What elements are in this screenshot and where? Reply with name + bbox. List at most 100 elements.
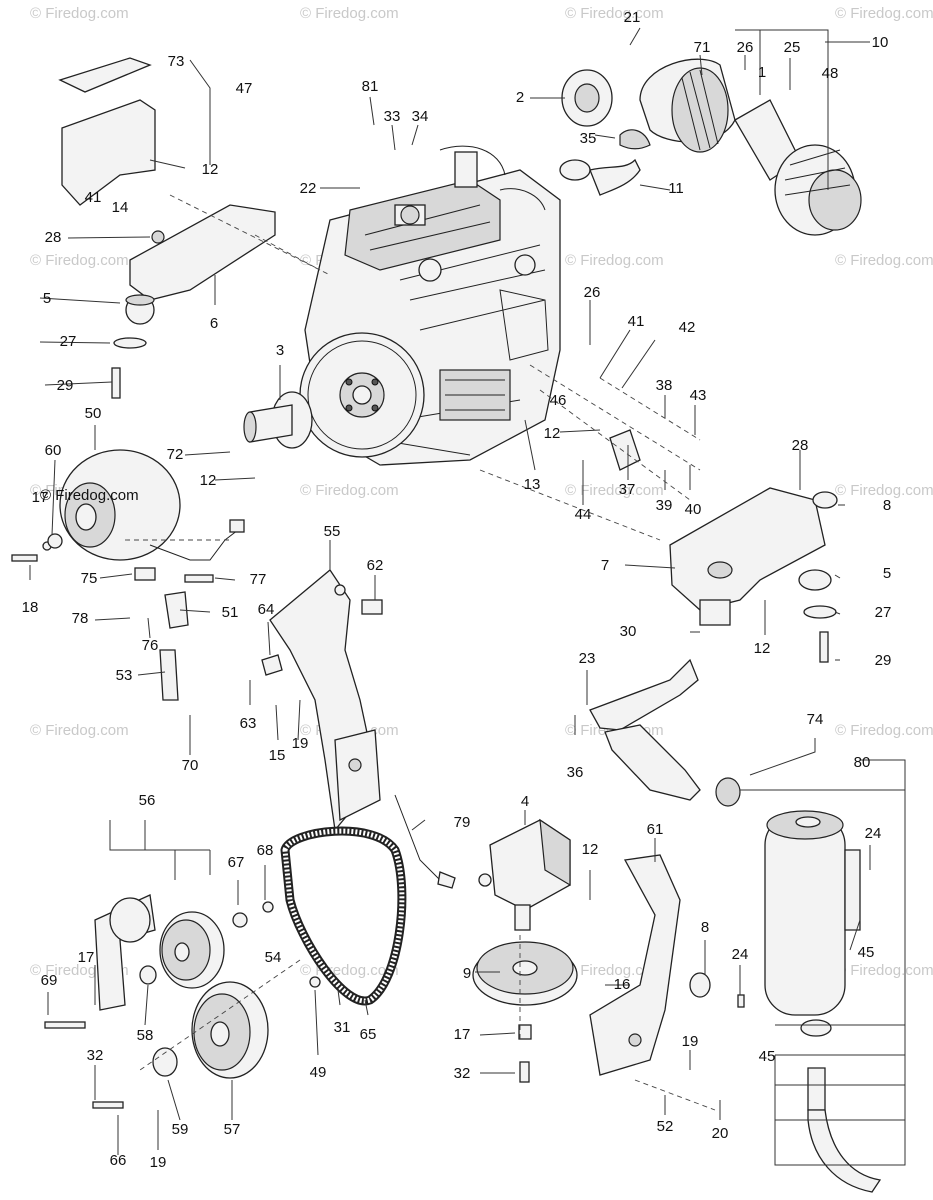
- callout-part-55[interactable]: 55: [324, 523, 341, 540]
- callout-part-77[interactable]: 77: [250, 571, 267, 588]
- callout-part-19[interactable]: 19: [682, 1033, 699, 1050]
- callout-part-17[interactable]: 17: [32, 489, 49, 506]
- callout-part-18[interactable]: 18: [22, 599, 39, 616]
- callout-part-68[interactable]: 68: [257, 842, 274, 859]
- callout-part-35[interactable]: 35: [580, 130, 597, 147]
- callout-part-36[interactable]: 36: [567, 764, 584, 781]
- callout-part-47[interactable]: 47: [236, 80, 253, 97]
- callout-part-31[interactable]: 31: [334, 1019, 351, 1036]
- callout-part-72[interactable]: 72: [167, 446, 184, 463]
- callout-part-12[interactable]: 12: [200, 472, 217, 489]
- callout-part-44[interactable]: 44: [575, 506, 592, 523]
- watermark-text: © Firedog.com: [565, 962, 664, 979]
- callout-part-29[interactable]: 29: [875, 652, 892, 669]
- callout-part-2[interactable]: 2: [516, 89, 524, 106]
- callout-part-62[interactable]: 62: [367, 557, 384, 574]
- callout-part-57[interactable]: 57: [224, 1121, 241, 1138]
- callout-part-75[interactable]: 75: [81, 570, 98, 587]
- callout-part-66[interactable]: 66: [110, 1152, 127, 1169]
- callout-part-24[interactable]: 24: [732, 946, 749, 963]
- callout-part-14[interactable]: 14: [112, 199, 129, 216]
- callout-part-22[interactable]: 22: [300, 180, 317, 197]
- callout-part-8[interactable]: 8: [701, 919, 709, 936]
- callout-part-30[interactable]: 30: [620, 623, 637, 640]
- callout-part-79[interactable]: 79: [454, 814, 471, 831]
- callout-part-73[interactable]: 73: [168, 53, 185, 70]
- callout-part-41[interactable]: 41: [628, 313, 645, 330]
- callout-part-12[interactable]: 12: [202, 161, 219, 178]
- callout-part-19[interactable]: 19: [292, 735, 309, 752]
- callout-part-29[interactable]: 29: [57, 377, 74, 394]
- callout-part-1[interactable]: 1: [758, 64, 766, 81]
- callout-part-67[interactable]: 67: [228, 854, 245, 871]
- callout-part-27[interactable]: 27: [875, 604, 892, 621]
- callout-part-7[interactable]: 7: [601, 557, 609, 574]
- callout-part-69[interactable]: 69: [41, 972, 58, 989]
- callout-part-39[interactable]: 39: [656, 497, 673, 514]
- callout-part-28[interactable]: 28: [45, 229, 62, 246]
- callout-part-24[interactable]: 24: [865, 825, 882, 842]
- callout-part-23[interactable]: 23: [579, 650, 596, 667]
- callout-part-9[interactable]: 9: [463, 965, 471, 982]
- callout-part-80[interactable]: 80: [854, 754, 871, 771]
- callout-part-12[interactable]: 12: [754, 640, 771, 657]
- callout-part-64[interactable]: 64: [258, 601, 275, 618]
- callout-part-12[interactable]: 12: [544, 425, 561, 442]
- callout-part-49[interactable]: 49: [310, 1064, 327, 1081]
- callout-part-16[interactable]: 16: [614, 976, 631, 993]
- callout-part-26[interactable]: 26: [737, 39, 754, 56]
- callout-part-5[interactable]: 5: [43, 290, 51, 307]
- callout-part-45[interactable]: 45: [759, 1048, 776, 1065]
- callout-part-3[interactable]: 3: [276, 342, 284, 359]
- callout-part-52[interactable]: 52: [657, 1118, 674, 1135]
- callout-part-8[interactable]: 8: [883, 497, 891, 514]
- callout-part-50[interactable]: 50: [85, 405, 102, 422]
- callout-part-53[interactable]: 53: [116, 667, 133, 684]
- callout-part-60[interactable]: 60: [45, 442, 62, 459]
- callout-part-70[interactable]: 70: [182, 757, 199, 774]
- callout-part-59[interactable]: 59: [172, 1121, 189, 1138]
- callout-part-27[interactable]: 27: [60, 333, 77, 350]
- callout-part-25[interactable]: 25: [784, 39, 801, 56]
- callout-part-33[interactable]: 33: [384, 108, 401, 125]
- callout-part-5[interactable]: 5: [883, 565, 891, 582]
- callout-part-28[interactable]: 28: [792, 437, 809, 454]
- callout-part-63[interactable]: 63: [240, 715, 257, 732]
- callout-part-21[interactable]: 21: [624, 9, 641, 26]
- callout-part-58[interactable]: 58: [137, 1027, 154, 1044]
- callout-part-6[interactable]: 6: [210, 315, 218, 332]
- callout-part-51[interactable]: 51: [222, 604, 239, 621]
- callout-part-13[interactable]: 13: [524, 476, 541, 493]
- callout-part-45[interactable]: 45: [858, 944, 875, 961]
- callout-part-26[interactable]: 26: [584, 284, 601, 301]
- callout-part-34[interactable]: 34: [412, 108, 429, 125]
- callout-part-78[interactable]: 78: [72, 610, 89, 627]
- callout-part-32[interactable]: 32: [454, 1065, 471, 1082]
- callout-part-38[interactable]: 38: [656, 377, 673, 394]
- callout-part-71[interactable]: 71: [694, 39, 711, 56]
- callout-part-4[interactable]: 4: [521, 793, 529, 810]
- callout-part-37[interactable]: 37: [619, 481, 636, 498]
- callout-part-10[interactable]: 10: [872, 34, 889, 51]
- callout-part-65[interactable]: 65: [360, 1026, 377, 1043]
- callout-part-19[interactable]: 19: [150, 1154, 167, 1171]
- callout-part-17[interactable]: 17: [454, 1026, 471, 1043]
- callout-part-43[interactable]: 43: [690, 387, 707, 404]
- callout-part-46[interactable]: 46: [550, 392, 567, 409]
- callout-part-61[interactable]: 61: [647, 821, 664, 838]
- callout-part-74[interactable]: 74: [807, 711, 824, 728]
- callout-part-20[interactable]: 20: [712, 1125, 729, 1142]
- callout-part-81[interactable]: 81: [362, 78, 379, 95]
- callout-part-48[interactable]: 48: [822, 65, 839, 82]
- callout-part-32[interactable]: 32: [87, 1047, 104, 1064]
- callout-part-12[interactable]: 12: [582, 841, 599, 858]
- callout-part-42[interactable]: 42: [679, 319, 696, 336]
- callout-part-56[interactable]: 56: [139, 792, 156, 809]
- callout-part-54[interactable]: 54: [265, 949, 282, 966]
- callout-part-40[interactable]: 40: [685, 501, 702, 518]
- callout-part-76[interactable]: 76: [142, 637, 159, 654]
- callout-part-41[interactable]: 41: [85, 189, 102, 206]
- callout-part-11[interactable]: 11: [668, 180, 684, 197]
- callout-part-17[interactable]: 17: [78, 949, 95, 966]
- callout-part-15[interactable]: 15: [269, 747, 286, 764]
